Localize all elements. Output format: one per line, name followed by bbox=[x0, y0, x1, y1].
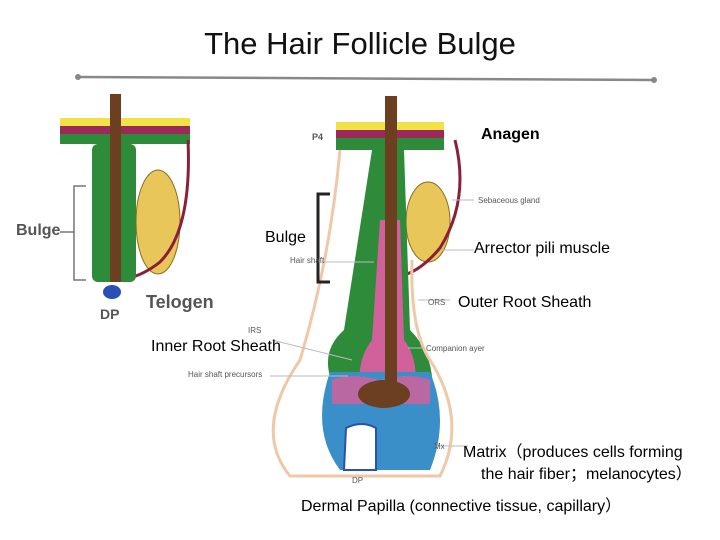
figure-label-bulge-left: Bulge bbox=[16, 222, 61, 239]
figure-label-dp-left: DP bbox=[100, 306, 120, 322]
figure-label-irs: IRS bbox=[248, 326, 262, 335]
figure-label-hair-precursors: Hair shaft precursors bbox=[188, 370, 263, 379]
figure-label-dp-right: DP bbox=[352, 476, 364, 485]
label-matrix-line2: the hair fiber；melanocytes） bbox=[481, 466, 692, 483]
figure-label-p4: P4 bbox=[312, 132, 324, 142]
arrector-muscle-right bbox=[399, 139, 462, 278]
dermal-papilla-right bbox=[342, 423, 377, 471]
figure-label-mx: Mx bbox=[434, 442, 445, 451]
telogen-follicle bbox=[60, 94, 190, 299]
epidermis-pink-left bbox=[60, 126, 190, 134]
figure-label-companion: Companion ayer bbox=[426, 344, 485, 353]
title-divider bbox=[75, 74, 657, 83]
label-outer-root-sheath: Outer Root Sheath bbox=[458, 294, 592, 311]
label-bulge: Bulge bbox=[265, 229, 306, 246]
epidermis-green-left bbox=[60, 134, 190, 144]
leader-lines bbox=[270, 199, 474, 447]
label-dermal-papilla: Dermal Papilla (connective tissue, capil… bbox=[301, 498, 622, 515]
figure-label-sebaceous: Sebaceous gland bbox=[478, 196, 540, 205]
label-arrector-pili: Arrector pili muscle bbox=[474, 240, 611, 257]
bulge-bracket-left bbox=[73, 185, 86, 281]
bulge-bracket-right bbox=[316, 192, 330, 284]
figure-label-hair-shaft: Hair shaft bbox=[290, 256, 325, 265]
dermal-papilla-left bbox=[103, 285, 121, 299]
figure-label-ors: ORS bbox=[428, 298, 446, 307]
page-title: The Hair Follicle Bulge bbox=[204, 26, 516, 61]
hair-shaft-left bbox=[110, 94, 121, 282]
figure-label-telogen: Telogen bbox=[146, 292, 214, 312]
sebaceous-gland-left bbox=[135, 169, 181, 275]
epidermis-band-left bbox=[60, 118, 190, 126]
anagen-follicle bbox=[270, 96, 474, 478]
label-matrix-line1: Matrix（produces cells forming bbox=[463, 444, 683, 461]
label-anagen: Anagen bbox=[481, 126, 540, 143]
hair-shaft-right bbox=[385, 96, 397, 396]
label-inner-root-sheath: Inner Root Sheath bbox=[151, 338, 281, 355]
